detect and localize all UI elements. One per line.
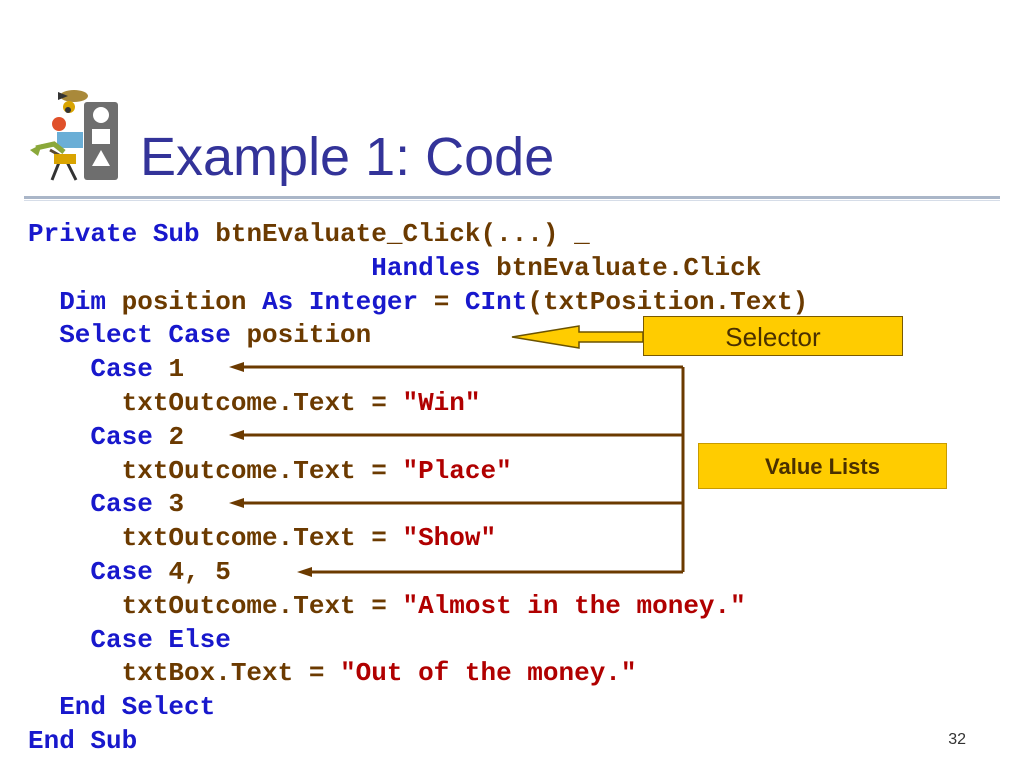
code-token: "Place" bbox=[402, 455, 512, 486]
code-line: txtOutcome.Text = "Show" bbox=[28, 522, 808, 556]
code-token: "Almost in the money." bbox=[402, 590, 746, 621]
code-token: txtOutcome.Text = bbox=[28, 590, 403, 621]
code-line: Select Case position bbox=[28, 319, 808, 353]
code-line: txtOutcome.Text = "Place" bbox=[28, 455, 808, 489]
code-token: Case bbox=[28, 354, 169, 385]
code-line: Case 1 bbox=[28, 353, 808, 387]
code-token: 1 bbox=[168, 354, 185, 385]
code-line: Case 4, 5 bbox=[28, 556, 808, 590]
value-lists-callout: Value Lists bbox=[698, 443, 947, 489]
code-line: End Sub bbox=[28, 725, 808, 759]
code-token: Private Sub bbox=[28, 219, 216, 249]
code-token: txtBox.Text = bbox=[28, 658, 341, 689]
slide-title: Example 1: Code bbox=[140, 127, 555, 187]
code-line: Case Else bbox=[28, 624, 808, 658]
code-token: 2 bbox=[168, 421, 185, 452]
code-token: As Integer bbox=[262, 286, 434, 317]
code-token: txtOutcome.Text = bbox=[28, 455, 403, 486]
code-token: Handles bbox=[371, 252, 497, 283]
code-line: End Select bbox=[28, 691, 808, 725]
code-token: 4, 5 bbox=[168, 556, 231, 587]
code-token: btnEvaluate_Click(...) _ bbox=[215, 219, 590, 249]
code-token: Case bbox=[28, 421, 169, 452]
code-token: btnEvaluate.Click bbox=[496, 252, 762, 283]
code-line: txtOutcome.Text = "Win" bbox=[28, 387, 808, 421]
people-shapes-logo-icon bbox=[30, 90, 118, 181]
code-line: Handles btnEvaluate.Click bbox=[28, 252, 808, 286]
code-token: txtOutcome.Text = bbox=[28, 387, 403, 418]
code-token: "Show" bbox=[402, 523, 497, 554]
code-token: Dim bbox=[28, 286, 122, 317]
code-token: "Win" bbox=[402, 387, 481, 418]
code-token: "Out of the money." bbox=[340, 658, 637, 689]
code-token: End Sub bbox=[28, 725, 138, 756]
code-line: Dim position As Integer = CInt(txtPositi… bbox=[28, 286, 808, 320]
code-line: txtOutcome.Text = "Almost in the money." bbox=[28, 590, 808, 624]
code-token: Case Else bbox=[28, 624, 231, 655]
code-line: txtBox.Text = "Out of the money." bbox=[28, 657, 808, 691]
code-line: Case 2 bbox=[28, 421, 808, 455]
code-token: Case bbox=[28, 489, 169, 520]
code-token: Select Case bbox=[28, 320, 247, 351]
code-token: position bbox=[121, 286, 263, 317]
code-token: CInt bbox=[464, 286, 528, 317]
code-token: txtOutcome.Text = bbox=[28, 523, 403, 554]
code-token: (txtPosition.Text) bbox=[527, 286, 809, 317]
code-line: Case 3 bbox=[28, 488, 808, 522]
selector-callout: Selector bbox=[643, 316, 903, 356]
code-token bbox=[28, 253, 371, 283]
code-token: End Select bbox=[28, 692, 216, 723]
page-number: 32 bbox=[948, 731, 966, 748]
code-line: Private Sub btnEvaluate_Click(...) _ bbox=[28, 218, 808, 252]
title-divider bbox=[24, 196, 1000, 199]
title-divider-shadow bbox=[24, 200, 1000, 201]
code-token: = bbox=[433, 286, 465, 317]
code-token: 3 bbox=[168, 489, 185, 520]
code-block: Private Sub btnEvaluate_Click(...) _ Han… bbox=[28, 218, 808, 759]
code-token: position bbox=[246, 320, 372, 351]
code-token: Case bbox=[28, 556, 169, 587]
